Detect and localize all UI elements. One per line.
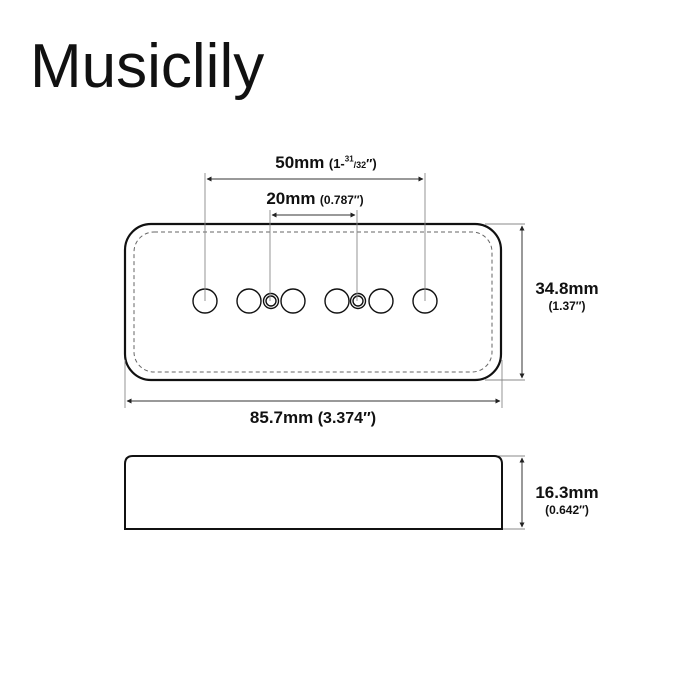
label-height: 34.8mm (1.37″) — [535, 279, 599, 313]
dimension-lines — [126, 176, 525, 528]
label-thickness: 16.3mm (0.642″) — [535, 483, 599, 517]
pole-pieces — [192, 288, 438, 314]
brand-logo-text: Musiclily — [30, 32, 265, 101]
label-pole-spacing-outer: 50mm (1-31/32″) — [275, 153, 377, 172]
label-length: 85.7mm (3.374″) — [249, 408, 377, 427]
top-view — [123, 222, 503, 382]
extension-lines — [124, 173, 525, 530]
label-pole-spacing-inner: 20mm (0.787″) — [266, 189, 364, 208]
side-view — [124, 455, 503, 530]
